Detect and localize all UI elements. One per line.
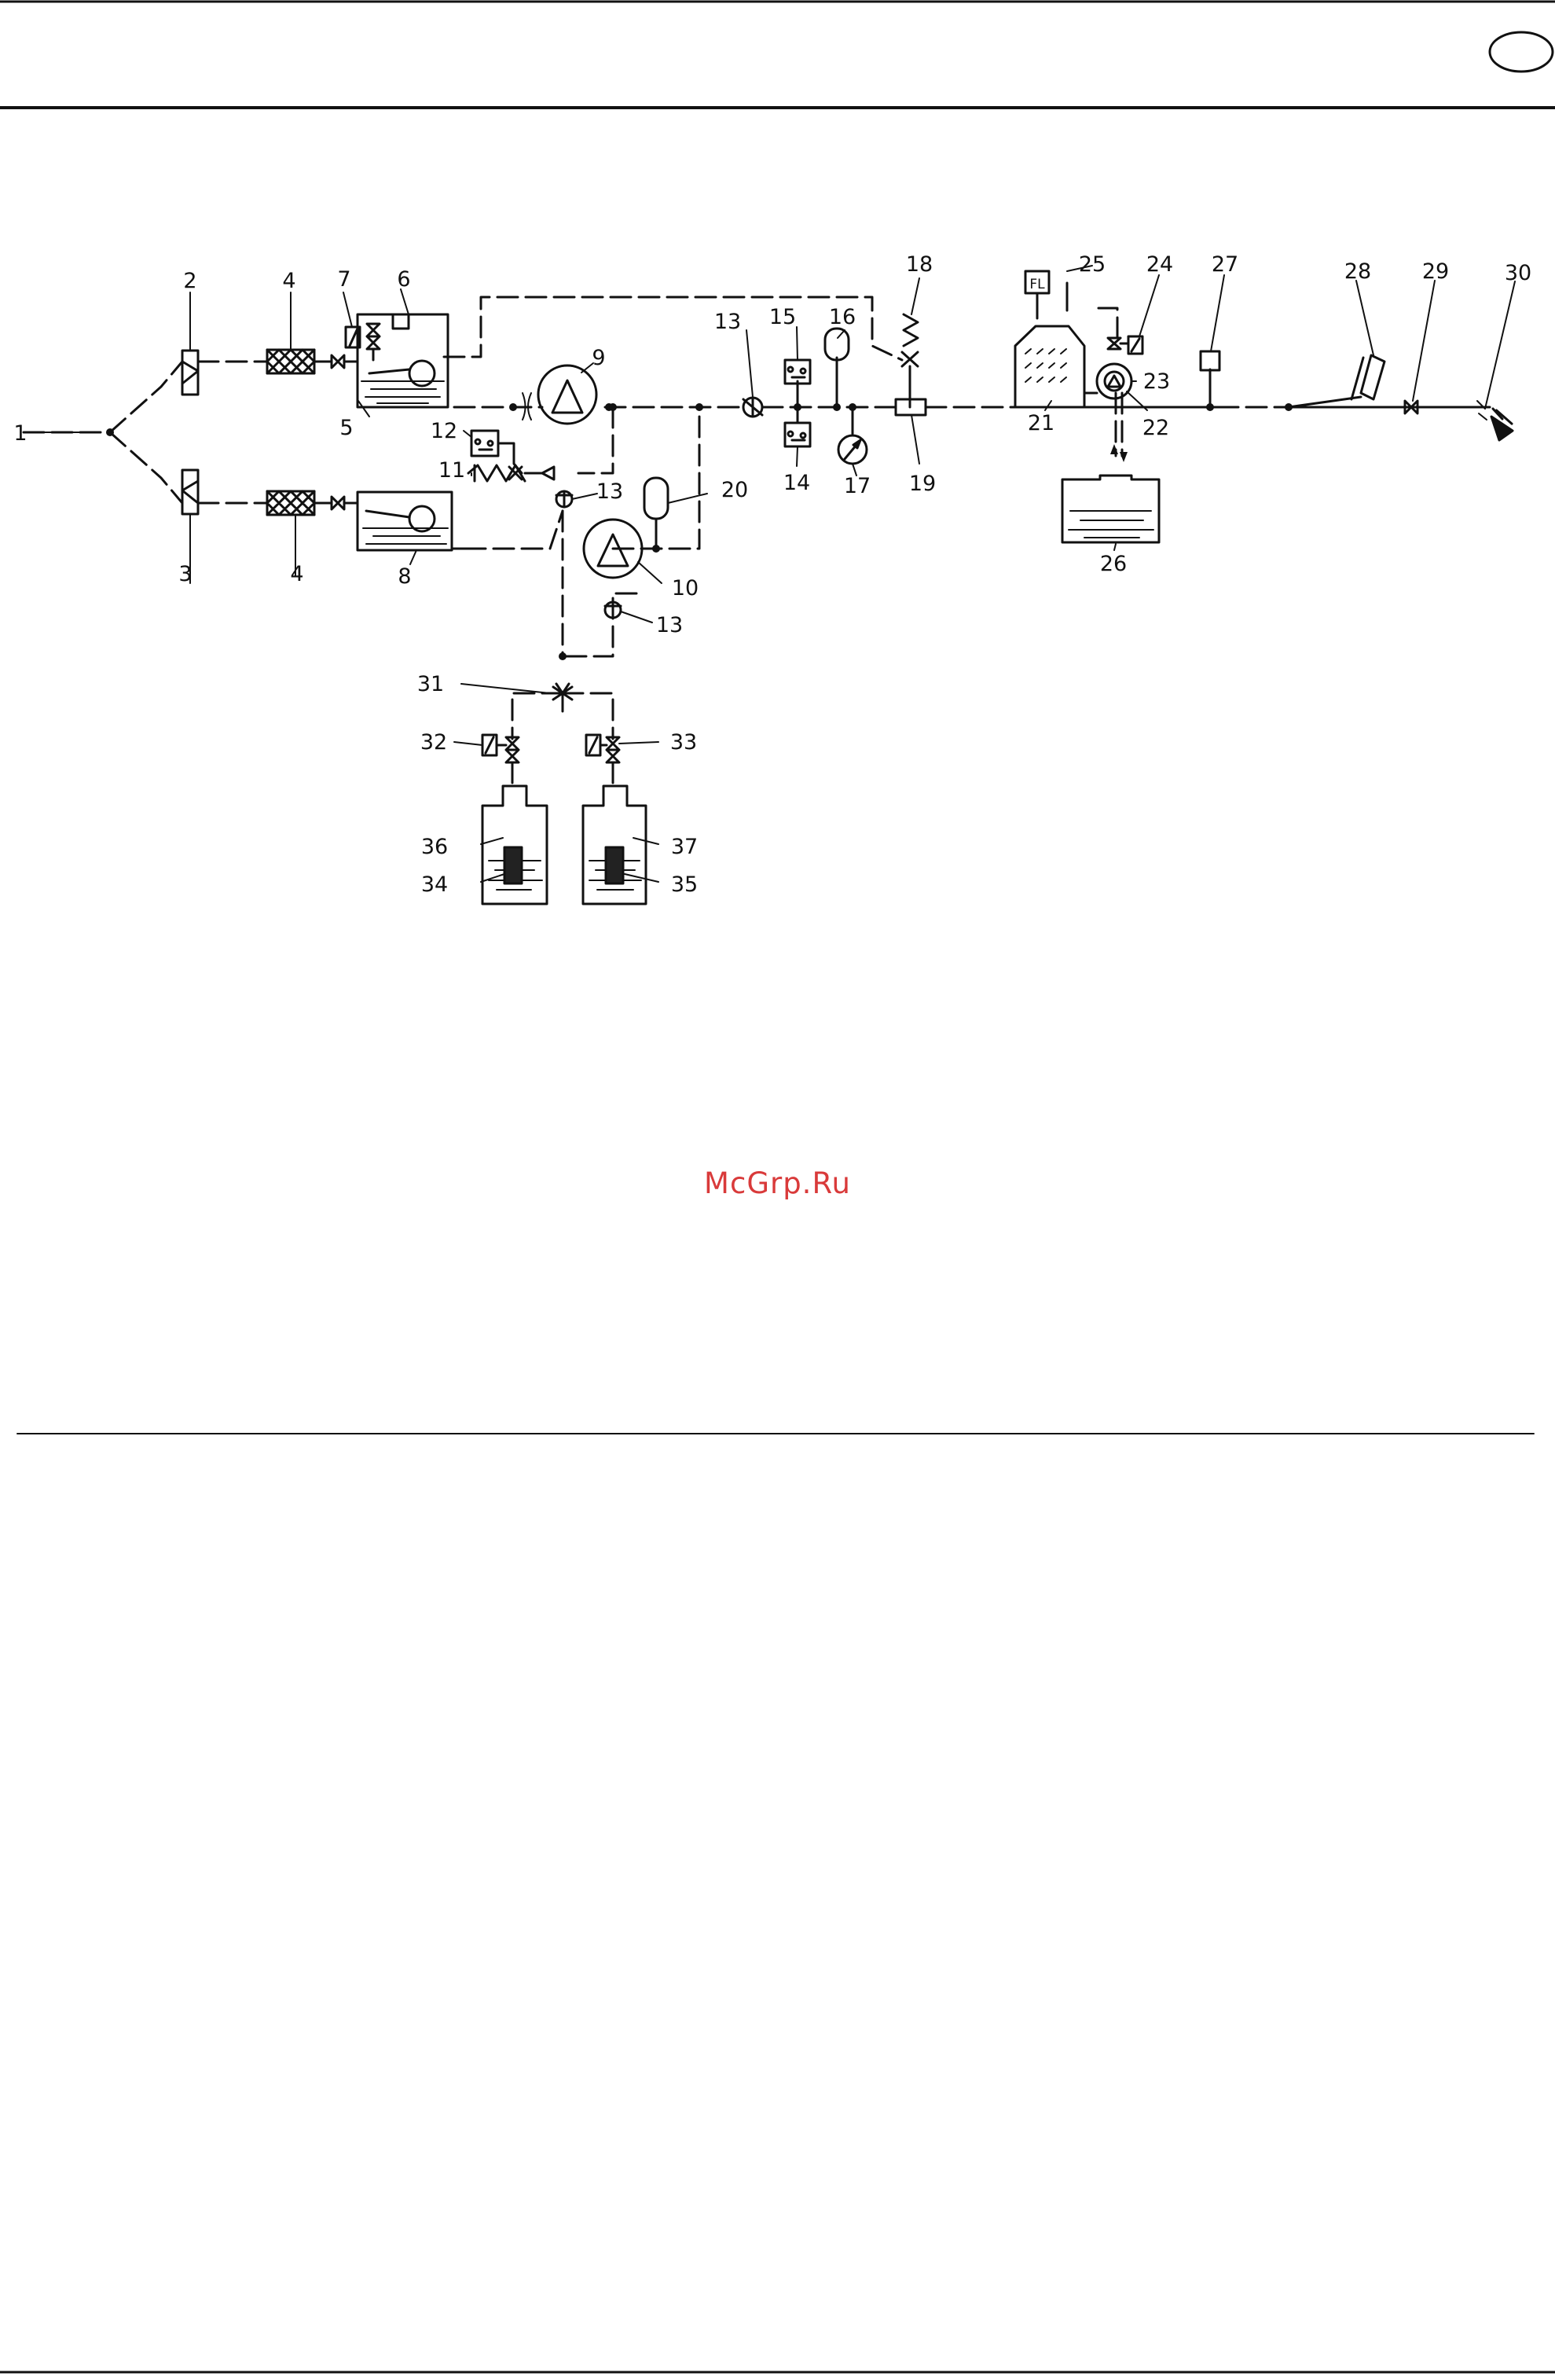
inlet-strainer-2 [182,351,198,395]
label-36: 36 [421,835,448,859]
safety-valve-18 [902,314,918,407]
burner-22 [1084,364,1131,399]
gun-pipe [1289,397,1469,407]
fuel-solenoid-24 [1108,336,1142,354]
label-21: 21 [1028,411,1054,435]
label-31: 31 [417,672,444,696]
label-15: 15 [769,305,796,329]
nozzle-30 [1477,401,1487,420]
label-34: 34 [421,872,448,897]
leader-lines [38,266,1515,882]
boiler-21 [1015,326,1084,407]
flow-indicator-25: FL [1025,271,1049,318]
label-17: 17 [844,474,871,498]
label-14: 14 [783,471,810,495]
label-5: 5 [339,416,353,440]
label-13-lower: 13 [656,613,683,637]
label-9: 9 [592,346,605,370]
thermostat-27 [1201,351,1219,370]
label-7: 7 [337,267,350,292]
label-3: 3 [178,562,192,586]
label-25: 25 [1079,252,1106,277]
label-29: 29 [1422,259,1449,284]
label-23: 23 [1143,369,1170,394]
check-valve-13a [556,491,572,507]
label-13-middle: 13 [714,310,741,334]
fuel-tank-26 [1062,444,1159,542]
lower-tank-8 [358,492,452,550]
relief-valve-11 [468,465,554,481]
label-20: 20 [721,478,748,502]
label-27: 27 [1212,252,1238,277]
dashed-pipes [24,297,1513,786]
label-26: 26 [1100,552,1127,576]
flow-indicator-label: FL [1029,277,1045,292]
filter-4-upper [267,350,314,373]
label-2: 2 [183,269,196,293]
check-valve-13c [605,602,621,618]
chemical-bottle-36 [482,786,547,904]
label-1: 1 [13,421,27,446]
label-19: 19 [909,472,936,496]
callout-labels: 1 2 3 4 4 5 6 7 8 9 10 11 12 13 13 13 14… [13,252,1531,897]
spray-gun-28 [1351,355,1384,399]
accumulator-16 [825,329,849,360]
label-28: 28 [1344,259,1371,284]
label-16: 16 [829,305,856,329]
float-valve-lower [332,497,358,509]
label-12: 12 [431,419,457,443]
label-37: 37 [671,835,698,859]
chemical-bottle-37 [583,786,646,904]
float-valve-upper [332,324,380,368]
label-8: 8 [398,564,411,589]
label-22: 22 [1142,416,1169,440]
label-11: 11 [438,458,465,483]
chemical-solenoid-33 [586,735,619,762]
three-way-valve-31 [553,684,572,711]
label-10: 10 [672,576,699,601]
label-4-lower: 4 [290,562,303,586]
inlet-strainer-3 [182,470,198,514]
label-6: 6 [397,267,410,292]
label-18: 18 [906,252,933,277]
label-13-upper: 13 [596,479,623,504]
filter-cartridge-34 [504,847,522,883]
filter-cartridge-35 [606,847,623,883]
watermark-text: McGrp.Ru [0,1166,1555,1200]
filter-4-lower [267,491,314,515]
language-badge [1490,32,1553,72]
pump-9 [523,365,596,424]
label-4-upper: 4 [282,269,295,293]
label-32: 32 [420,730,447,755]
check-valve-13b [743,398,762,417]
label-33: 33 [670,730,697,755]
label-30: 30 [1505,261,1531,285]
accumulator-20 [644,478,668,519]
pressure-gauge-17 [838,435,867,464]
label-24: 24 [1146,252,1173,277]
label-35: 35 [671,872,698,897]
pressure-switch-14 [785,423,810,446]
